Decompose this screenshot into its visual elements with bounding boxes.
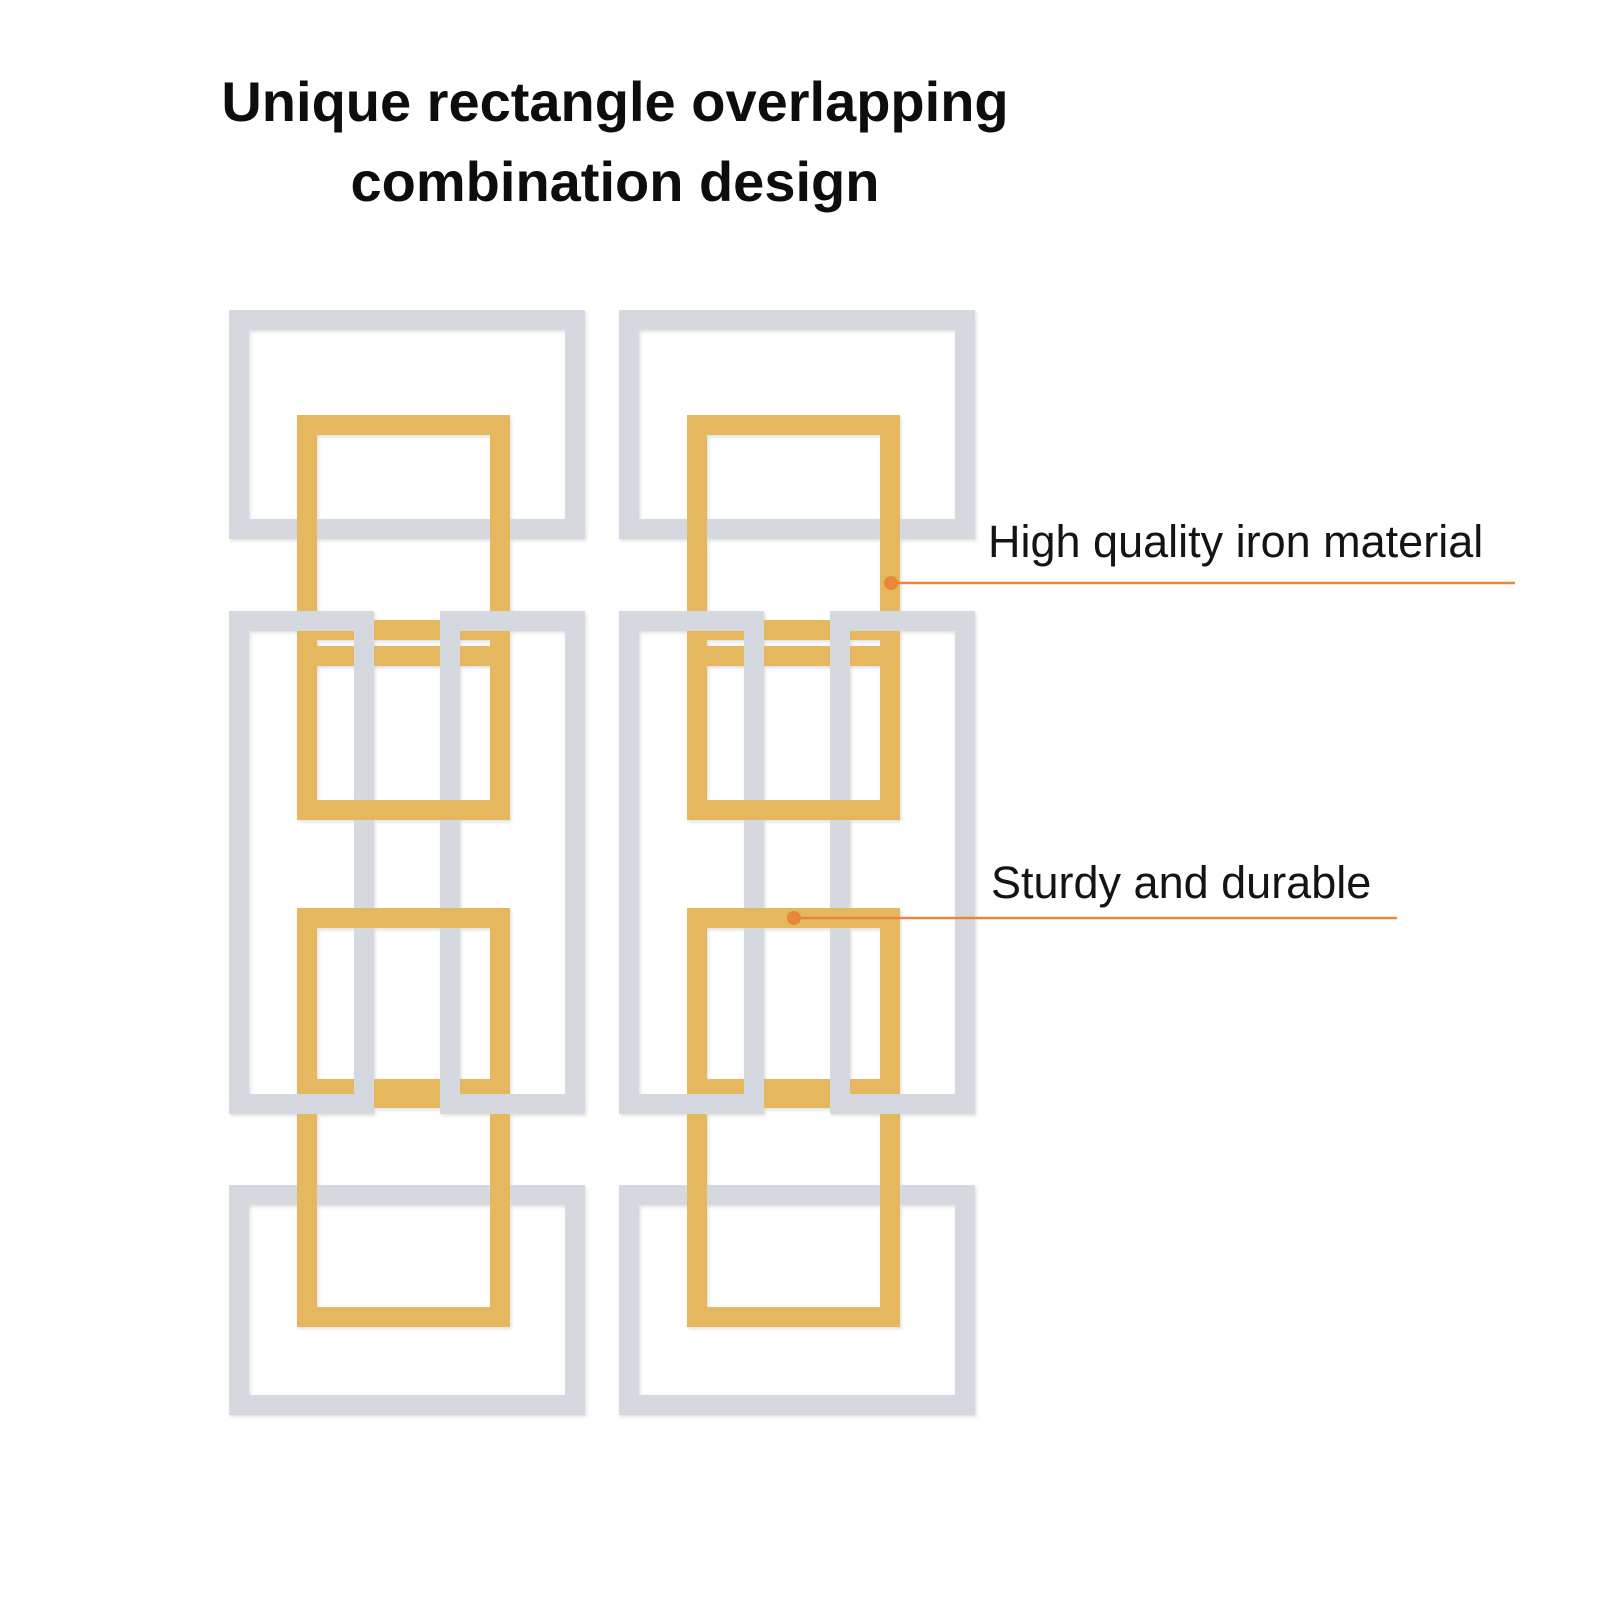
silver-frame-mid-right	[830, 611, 975, 1114]
silver-frame-bottom	[619, 1185, 975, 1415]
callout-leader-2	[787, 911, 1397, 925]
panel-right	[619, 310, 975, 1415]
gold-frame-mid-upper	[687, 620, 900, 820]
callout-sturdy-durable: Sturdy and durable	[991, 857, 1372, 908]
gold-frame-mid-lower	[687, 908, 900, 1108]
silver-frame-mid-right	[440, 611, 585, 1114]
silver-frame-mid-left	[229, 611, 374, 1114]
silver-frame-mid-left	[619, 611, 764, 1114]
gold-frame-mid-upper	[297, 620, 510, 820]
panel-left	[229, 310, 585, 1415]
silver-frame-top	[619, 310, 975, 539]
gold-frame-mid-lower	[297, 908, 510, 1108]
headline-line-1: Unique rectangle overlapping	[221, 70, 1009, 133]
silver-frame-top	[229, 310, 585, 539]
headline: Unique rectangle overlapping combination…	[120, 62, 1110, 222]
headline-line-2: combination design	[350, 150, 880, 213]
callout-iron-material: High quality iron material	[988, 516, 1484, 567]
silver-frame-bottom	[229, 1185, 585, 1415]
callout-leader-1	[884, 576, 1515, 590]
